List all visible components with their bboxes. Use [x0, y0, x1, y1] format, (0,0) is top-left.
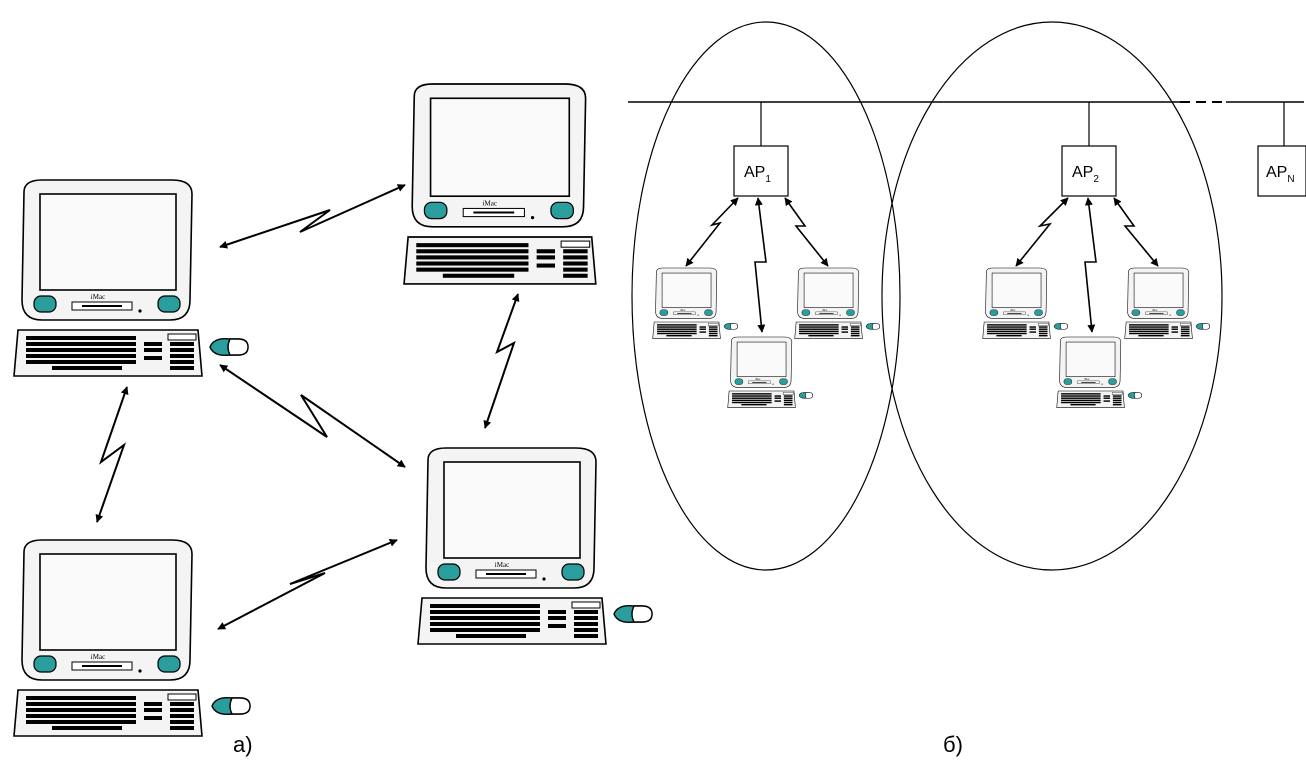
- mouse-icon: [613, 604, 653, 624]
- computer-cell2-right: [1124, 267, 1210, 339]
- wireless-link: [784, 197, 829, 267]
- access-point-1: AP1: [733, 145, 789, 197]
- wireless-link: [95, 386, 129, 523]
- wireless-link: [219, 364, 406, 468]
- computer-top-left: [13, 179, 203, 377]
- computer-bottom-left: [13, 539, 203, 737]
- computer-cell1-left: [652, 267, 738, 339]
- wireless-link: [219, 184, 406, 249]
- adhoc-network: [13, 82, 653, 737]
- wireless-link: [217, 539, 398, 630]
- coverage-area-1: [631, 21, 901, 571]
- ap-label: AP2: [1072, 164, 1099, 185]
- wireless-link: [754, 197, 767, 333]
- computer-cell1-right: [794, 267, 880, 339]
- ap-label: AP1: [744, 164, 771, 185]
- access-point-2: AP2: [1061, 145, 1117, 197]
- caption-infrastructure: б): [943, 732, 963, 757]
- coverage-area-2: [881, 21, 1223, 571]
- wireless-link: [1084, 197, 1097, 333]
- computer-cell2-bottom: [1056, 336, 1142, 408]
- ap-label: APN: [1266, 164, 1295, 185]
- caption-adhoc: а): [233, 732, 253, 757]
- wireless-link: [1113, 197, 1159, 267]
- computer-cell2-left: [982, 267, 1068, 339]
- wireless-link: [483, 293, 520, 429]
- mouse-icon: [209, 337, 249, 357]
- infrastructure-network: AP1 AP2 APN: [628, 21, 1306, 571]
- mouse-icon: [211, 696, 251, 716]
- wireless-link: [685, 197, 739, 267]
- access-point-n: APN: [1257, 145, 1306, 197]
- computer-top-right: [403, 82, 597, 285]
- wireless-link: [1015, 197, 1069, 267]
- computer-bottom-right: [417, 447, 607, 645]
- computer-cell1-bottom: [727, 336, 813, 408]
